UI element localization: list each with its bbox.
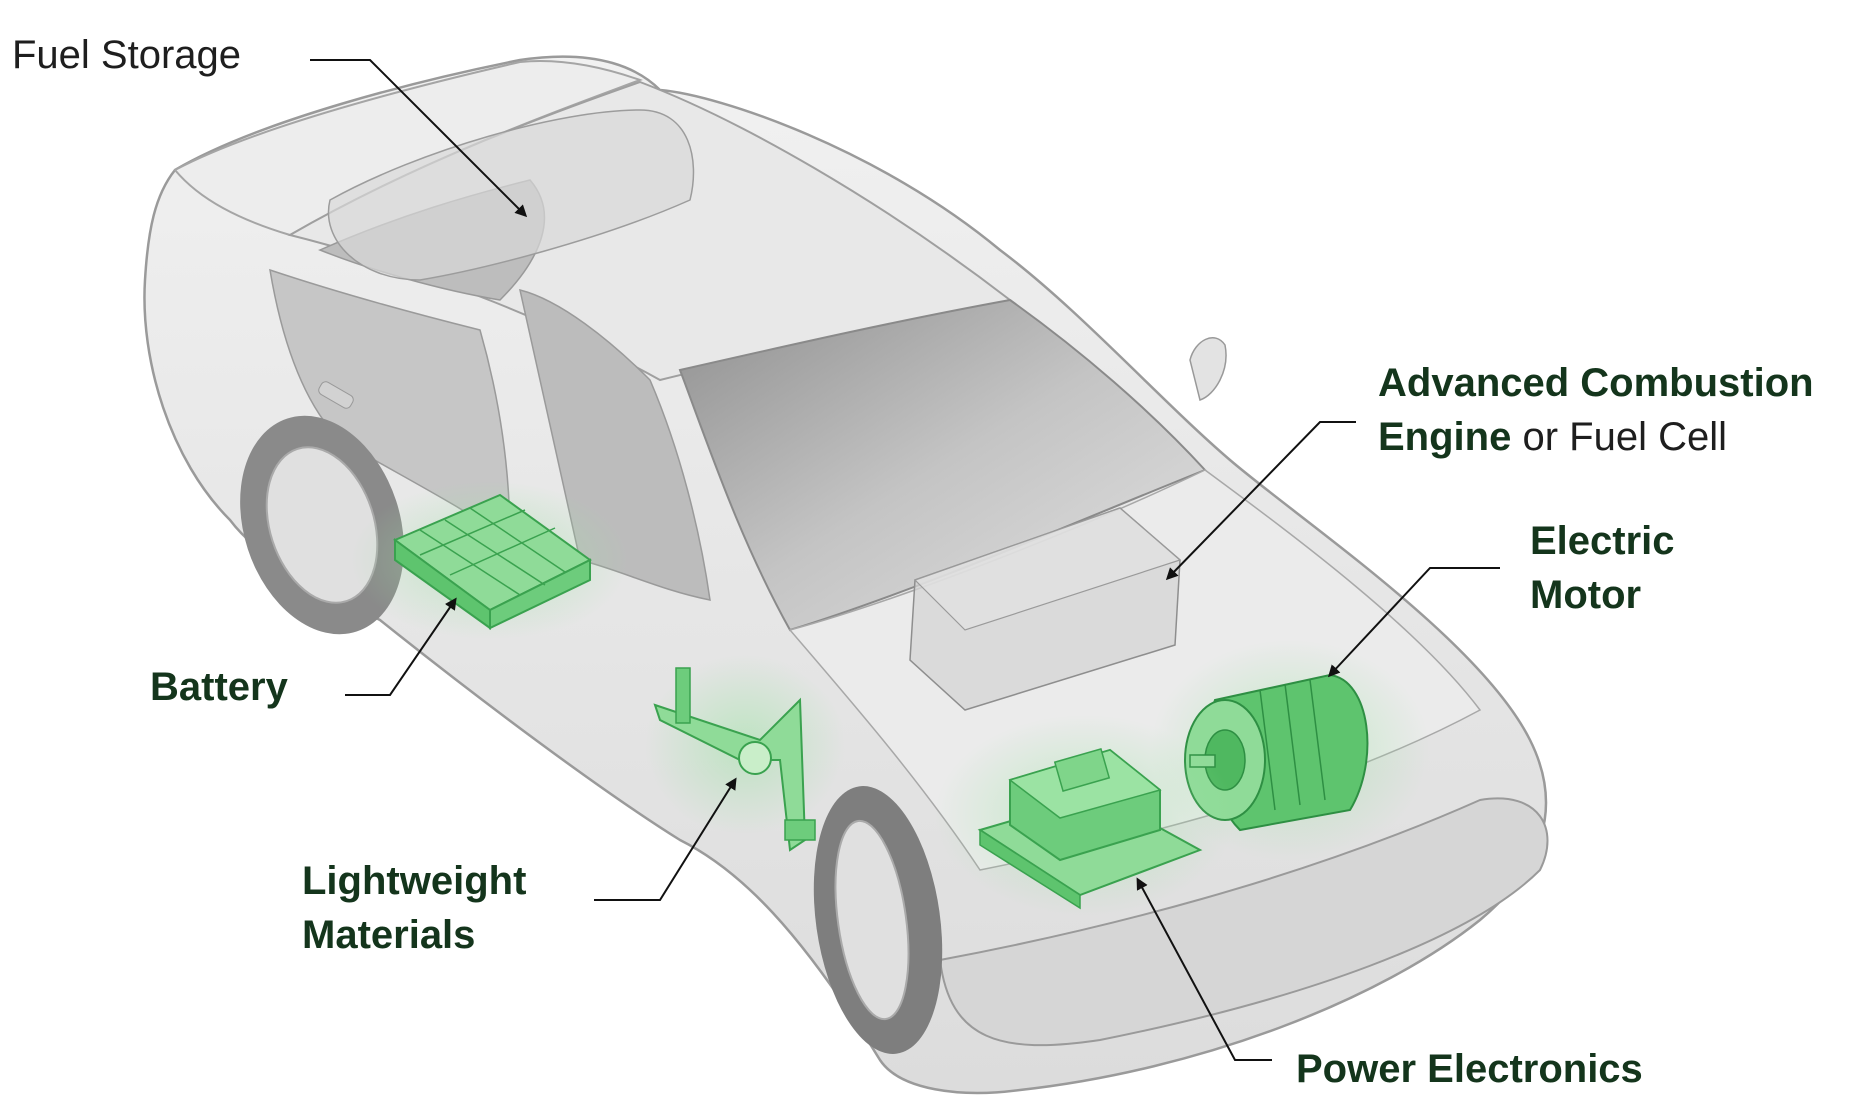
battery-callout-line xyxy=(345,597,457,696)
lightweight-suspension-part xyxy=(645,655,845,852)
motor-callout-line xyxy=(1327,567,1500,678)
engine-label-line2: Engine or Fuel Cell xyxy=(1378,410,1814,464)
motor-label-line1: Electric xyxy=(1530,519,1675,563)
engine-label: Advanced Combustion Engine or Fuel Cell xyxy=(1378,356,1814,464)
fuel-storage-label: Fuel Storage xyxy=(12,28,241,82)
electric-motor-label: Electric Motor xyxy=(1530,514,1675,622)
callout-lines xyxy=(310,59,1500,1061)
lightweight-label-line2: Materials xyxy=(302,913,476,957)
lightweight-label-line1: Lightweight xyxy=(302,859,527,903)
engine-label-line2-bold: Engine xyxy=(1378,415,1512,459)
power-electronics-label: Power Electronics xyxy=(1296,1042,1643,1096)
fuel-storage-callout-line xyxy=(310,59,528,218)
engine-label-line1: Advanced Combustion xyxy=(1378,361,1814,405)
power-electronics-callout-line xyxy=(1136,877,1272,1061)
lightweight-callout-line xyxy=(594,777,737,901)
lightweight-materials-label: Lightweight Materials xyxy=(302,854,526,962)
power-electronics-text: Power Electronics xyxy=(1296,1047,1643,1091)
front-wheel xyxy=(813,786,943,1054)
engine-callout-line xyxy=(1165,421,1356,581)
engine-or-fuel-cell-box xyxy=(909,507,1182,711)
battery-label: Battery xyxy=(150,660,288,714)
power-electronics-unit xyxy=(935,715,1235,915)
fuel-storage-text: Fuel Storage xyxy=(12,33,242,77)
engine-label-line2-rest: or Fuel Cell xyxy=(1511,415,1727,459)
fuel-storage-tank xyxy=(327,109,695,281)
motor-label-line2: Motor xyxy=(1530,573,1642,617)
battery-pack xyxy=(350,480,630,640)
battery-text: Battery xyxy=(150,665,288,709)
